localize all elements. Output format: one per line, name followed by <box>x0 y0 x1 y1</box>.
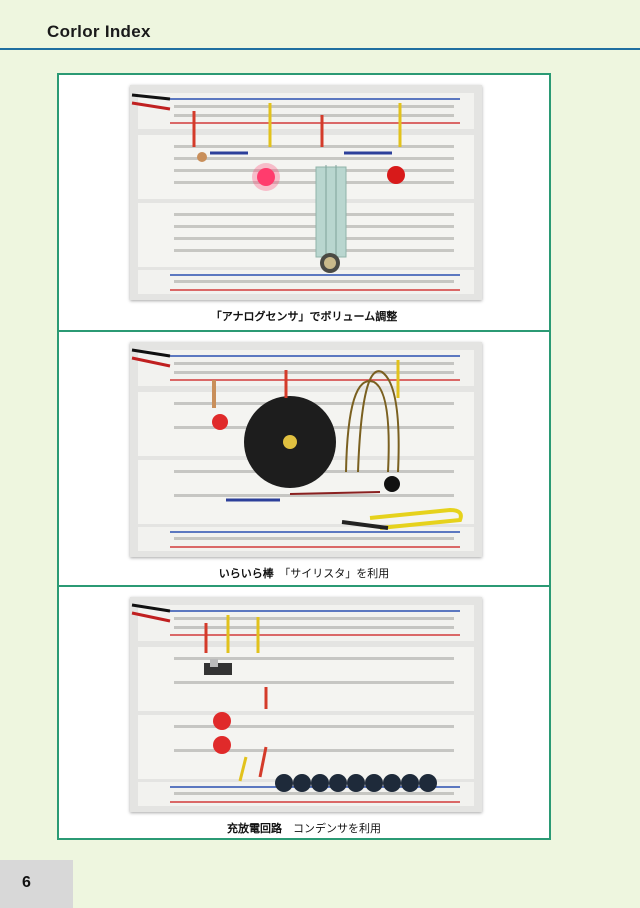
figure-panel-charge-discharge: 充放電回路 コンデンサを利用 <box>59 585 549 838</box>
figure-panel-irairabou: いらいら棒 「サイリスタ」を利用 <box>59 330 549 585</box>
caption-charge-discharge: 充放電回路 コンデンサを利用 <box>59 820 549 836</box>
breadboard-photo-irairabou <box>130 342 482 557</box>
caption-charge-discharge-detail: コンデンサを利用 <box>293 823 381 835</box>
header-rule <box>0 48 640 50</box>
page-header: Corlor Index <box>0 0 640 50</box>
figure-panel-analog-sensor: 「アナログセンサ」でボリューム調整 <box>59 75 549 330</box>
page-number: 6 <box>22 874 31 891</box>
breadboard-photo-charge-discharge <box>130 597 482 812</box>
caption-charge-discharge-title: 充放電回路 <box>227 823 282 835</box>
caption-irairabou-detail: 「サイリスタ」を利用 <box>284 568 390 580</box>
figure-frame: 「アナログセンサ」でボリューム調整 <box>57 73 551 840</box>
caption-analog-sensor: 「アナログセンサ」でボリューム調整 <box>210 311 398 323</box>
page-title: Corlor Index <box>47 22 151 41</box>
caption-irairabou: いらいら棒 「サイリスタ」を利用 <box>59 565 549 581</box>
page-number-tab: 6 <box>0 860 73 908</box>
breadboard-photo-analog-sensor <box>130 85 482 300</box>
caption-irairabou-title: いらいら棒 <box>218 568 274 580</box>
